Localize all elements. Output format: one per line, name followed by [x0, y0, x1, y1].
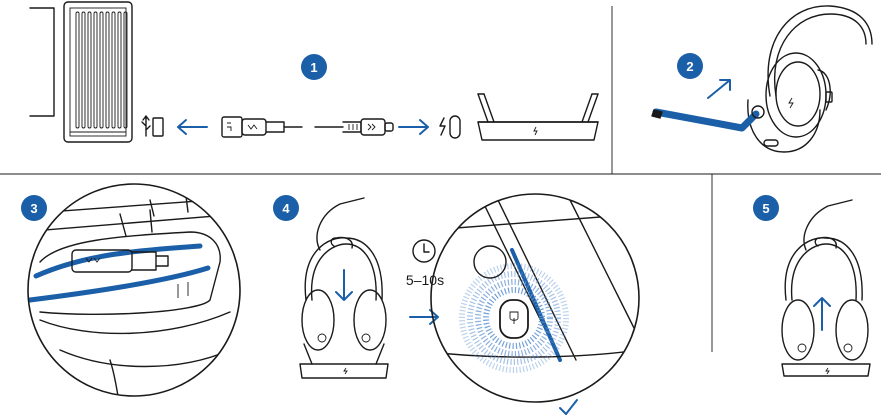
panel-step-5: 5: [753, 195, 870, 376]
vent-slot: [118, 12, 121, 128]
vent-slot: [124, 12, 127, 128]
usb-cable: [222, 117, 393, 137]
headset-lifted-from-base: [782, 200, 870, 376]
panel-step-2: 2: [652, 6, 872, 152]
mic-button-icon: [510, 312, 518, 324]
monitor-edge: [30, 8, 54, 116]
checkmark-icon: [560, 400, 577, 414]
vent-slot: [88, 12, 91, 128]
step-3-number: 3: [30, 201, 37, 216]
arrow-icon: [708, 80, 730, 98]
hold-duration-label: 5–10s: [406, 272, 444, 288]
step-5-number: 5: [762, 201, 769, 216]
arrow-icon: [178, 120, 207, 134]
vent-slot: [76, 12, 79, 128]
charging-icon: [440, 118, 445, 135]
step-1-number: 1: [310, 60, 317, 75]
vent-slot: [100, 12, 103, 128]
button-press-detail: [430, 196, 640, 370]
step-3-badge: 3: [21, 195, 47, 221]
step-4-number: 4: [282, 201, 290, 216]
usb-symbol-icon: [142, 116, 150, 136]
vent-slot: [94, 12, 97, 128]
step-5-badge: 5: [753, 195, 779, 221]
step-2-badge: 2: [677, 53, 703, 79]
vent-slot: [112, 12, 115, 128]
arrow-icon: [814, 298, 830, 330]
pc-tower: [64, 2, 132, 142]
panel-step-1: 1: [30, 2, 598, 142]
vent-slot: [82, 12, 85, 128]
charging-base: [478, 94, 598, 140]
panel-step-4: 4 5–10s: [273, 194, 640, 414]
vent-slot: [106, 12, 109, 128]
step-1-badge: 1: [301, 54, 327, 80]
step-2-number: 2: [686, 59, 693, 74]
panel-step-3: 3: [20, 184, 240, 396]
usb-c-port-icon: [450, 116, 460, 138]
headset-with-mic: [652, 6, 872, 152]
arrow-icon: [336, 270, 352, 300]
arrow-icon: [399, 120, 428, 134]
clock-icon: [413, 240, 435, 262]
usb-port-icon: [153, 118, 163, 136]
step-4-badge: 4: [273, 195, 299, 221]
